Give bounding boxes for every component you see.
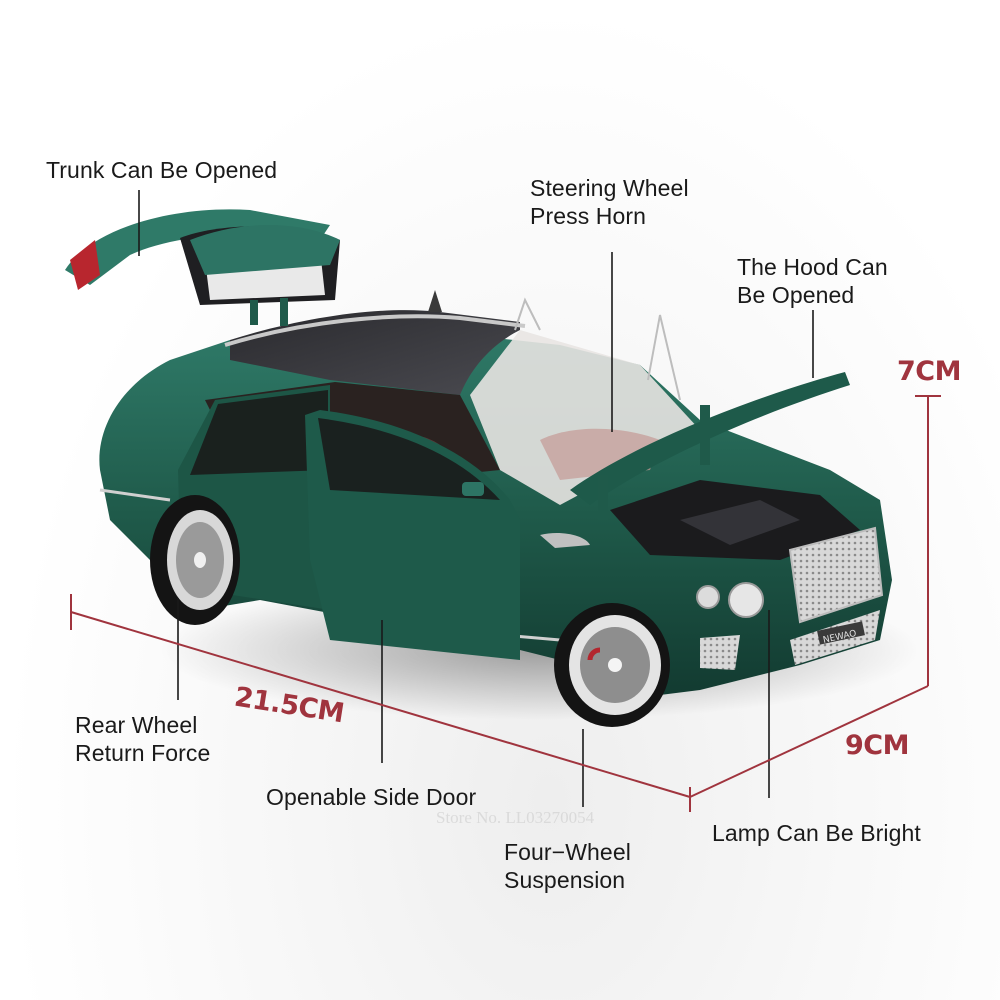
feature-label-steering-line1: Steering Wheel — [530, 175, 689, 201]
rear-wheel — [150, 495, 240, 625]
feature-label-side-door: Openable Side Door — [266, 784, 477, 810]
dimension-height: 7CM — [897, 356, 961, 387]
front-fascia: NEWAO — [540, 526, 884, 670]
feature-label-lamp: Lamp Can Be Bright — [712, 820, 921, 846]
trunk-lid-open — [65, 209, 340, 326]
feature-label-steering-line2: Press Horn — [530, 203, 647, 229]
hood-open — [570, 372, 860, 560]
shark-fin-antenna — [428, 290, 442, 312]
feature-label-trunk: Trunk Can Be Opened — [46, 157, 278, 183]
feature-label-rear-wheel-line2: Return Force — [75, 740, 211, 766]
store-watermark: Store No. LL03270054 — [436, 808, 595, 827]
width-dimension-line — [689, 685, 929, 798]
feature-label-suspension-line2: Suspension — [504, 867, 626, 893]
length-dimension-line — [70, 611, 691, 798]
dimension-lines — [70, 395, 941, 812]
callout-lines — [138, 190, 814, 807]
feature-label-suspension-line1: Four−Wheel — [504, 839, 631, 865]
front-door-open — [305, 410, 520, 660]
front-wheel — [554, 603, 670, 727]
dimension-width: 9CM — [845, 730, 909, 761]
feature-label-hood-line1: The Hood Can — [737, 254, 888, 280]
feature-label-hood-line2: Be Opened — [737, 282, 855, 308]
headlamp — [728, 582, 764, 618]
feature-label-rear-wheel-line1: Rear Wheel — [75, 712, 198, 738]
